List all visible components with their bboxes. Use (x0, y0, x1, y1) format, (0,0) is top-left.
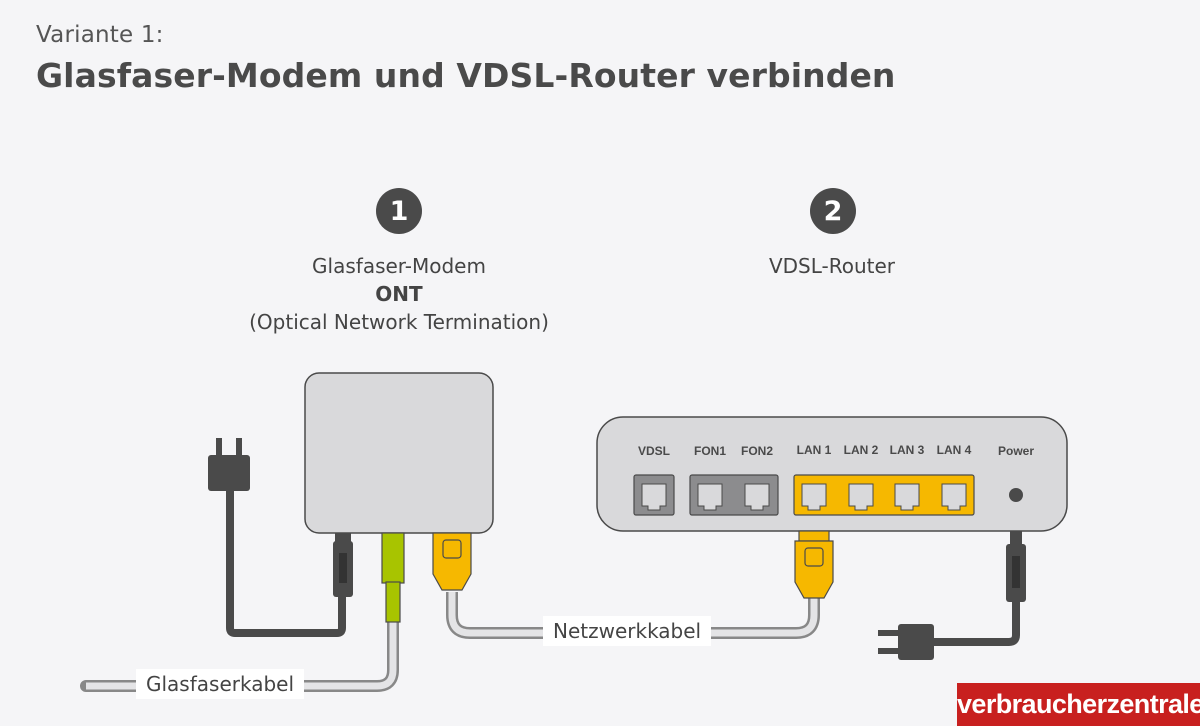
router-lan-connector (794, 530, 834, 599)
fiber-cable (80, 614, 399, 692)
port-label-lan3: LAN 3 (890, 443, 925, 457)
vdsl-port[interactable] (633, 474, 675, 516)
lan4-port[interactable] (941, 483, 967, 511)
modem-device (304, 372, 494, 534)
modem-caption-line1: Glasfaser-Modem (312, 254, 486, 278)
router-power-connector (1006, 531, 1026, 602)
port-label-fon2: FON2 (741, 444, 773, 458)
modem-power-plug-icon (208, 438, 250, 491)
port-label-lan1: LAN 1 (797, 443, 832, 457)
power-socket[interactable] (1009, 488, 1023, 502)
port-label-power: Power (998, 444, 1034, 458)
lan1-port[interactable] (801, 483, 827, 511)
fiber-cable-label: Glasfaserkabel (136, 669, 305, 699)
modem-number-badge: 1 (376, 188, 422, 234)
modem-caption: Glasfaser-Modem ONT (Optical Network Ter… (229, 252, 569, 336)
router-power-plug-icon (878, 624, 934, 660)
network-cable-label: Netzwerkkabel (543, 616, 712, 646)
router-caption-line1: VDSL-Router (768, 254, 896, 278)
modem-caption-line2: ONT (375, 282, 423, 306)
port-label-fon1: FON1 (694, 444, 726, 458)
fon2-port[interactable] (744, 483, 770, 511)
modem-power-cable (226, 486, 346, 637)
lan3-port[interactable] (894, 483, 920, 511)
port-label-lan4: LAN 4 (937, 443, 972, 457)
fon1-port[interactable] (697, 483, 723, 511)
port-label-lan2: LAN 2 (844, 443, 879, 457)
brand-logo: verbraucherzentrale (957, 683, 1200, 726)
modem-caption-line3: (Optical Network Termination) (249, 310, 549, 334)
lan-port-group (793, 474, 975, 516)
page-title: Glasfaser-Modem und VDSL-Router verbinde… (36, 56, 896, 95)
modem-power-connector (333, 533, 353, 597)
router-caption: VDSL-Router (712, 252, 952, 280)
lan2-port[interactable] (848, 483, 874, 511)
fiber-connector (381, 532, 405, 623)
router-number-badge: 2 (810, 188, 856, 234)
router-power-cable (926, 596, 1020, 646)
modem-lan-connector (432, 532, 472, 591)
pre-title: Variante 1: (36, 22, 164, 48)
port-label-vdsl: VDSL (638, 444, 670, 458)
